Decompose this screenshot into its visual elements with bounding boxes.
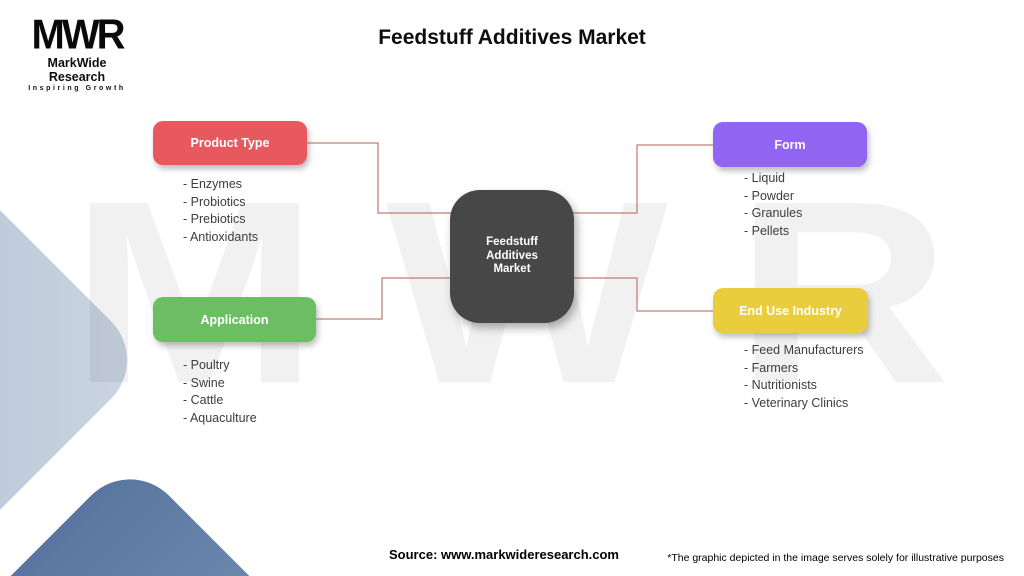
list-item: - Swine: [183, 375, 225, 390]
end-use-industry-list: - Feed Manufacturers - Farmers - Nutriti…: [744, 342, 864, 412]
page-title: Feedstuff Additives Market: [378, 26, 646, 49]
application-list: - Poultry - Swine - Cattle - Aquaculture: [183, 357, 257, 427]
logo-monogram: MWR: [31, 11, 126, 59]
list-item: - Farmers: [744, 360, 799, 375]
logo-company-name: MarkWide Research: [47, 56, 107, 84]
product-type-list: - Enzymes - Probiotics - Prebiotics - An…: [183, 176, 258, 246]
list-item: - Probiotics: [183, 194, 246, 209]
node-product-type: Product Type: [153, 121, 307, 165]
list-item: - Granules: [744, 206, 803, 220]
node-form: Form: [713, 122, 867, 167]
brand-logo: MWR MarkWide Research Inspiring Growth: [22, 12, 132, 92]
list-item: - Aquaculture: [183, 410, 257, 425]
list-item: - Feed Manufacturers: [744, 343, 864, 357]
connector-form: [569, 144, 713, 214]
list-item: - Cattle: [183, 393, 224, 407]
connector-product-type: [307, 142, 455, 214]
disclaimer-text: *The graphic depicted in the image serve…: [667, 552, 1004, 564]
list-item: - Nutritionists: [744, 378, 817, 392]
connector-application: [316, 277, 455, 320]
center-node: Feedstuff Additives Market: [450, 190, 574, 323]
list-item: - Pellets: [744, 223, 790, 238]
node-end-use-industry: End Use Industry: [713, 288, 868, 333]
list-item: - Powder: [744, 188, 795, 203]
list-item: - Liquid: [744, 171, 785, 185]
list-item: - Veterinary Clinics: [744, 395, 849, 410]
source-text: Source: www.markwideresearch.com: [388, 547, 620, 562]
node-product-type-label: Product Type: [190, 136, 270, 150]
form-list: - Liquid - Powder - Granules - Pellets: [744, 170, 802, 240]
list-item: - Enzymes: [183, 177, 243, 191]
node-application-label: Application: [200, 312, 269, 327]
logo-tagline: Inspiring Growth: [28, 85, 126, 92]
list-item: - Prebiotics: [183, 212, 246, 226]
connector-end-use-industry: [569, 277, 713, 312]
node-application: Application: [153, 297, 316, 342]
node-end-use-industry-label: End Use Industry: [739, 303, 842, 318]
node-form-label: Form: [774, 137, 806, 152]
list-item: - Poultry: [183, 358, 230, 372]
center-node-label: Feedstuff Additives Market: [486, 235, 538, 276]
list-item: - Antioxidants: [183, 229, 259, 244]
